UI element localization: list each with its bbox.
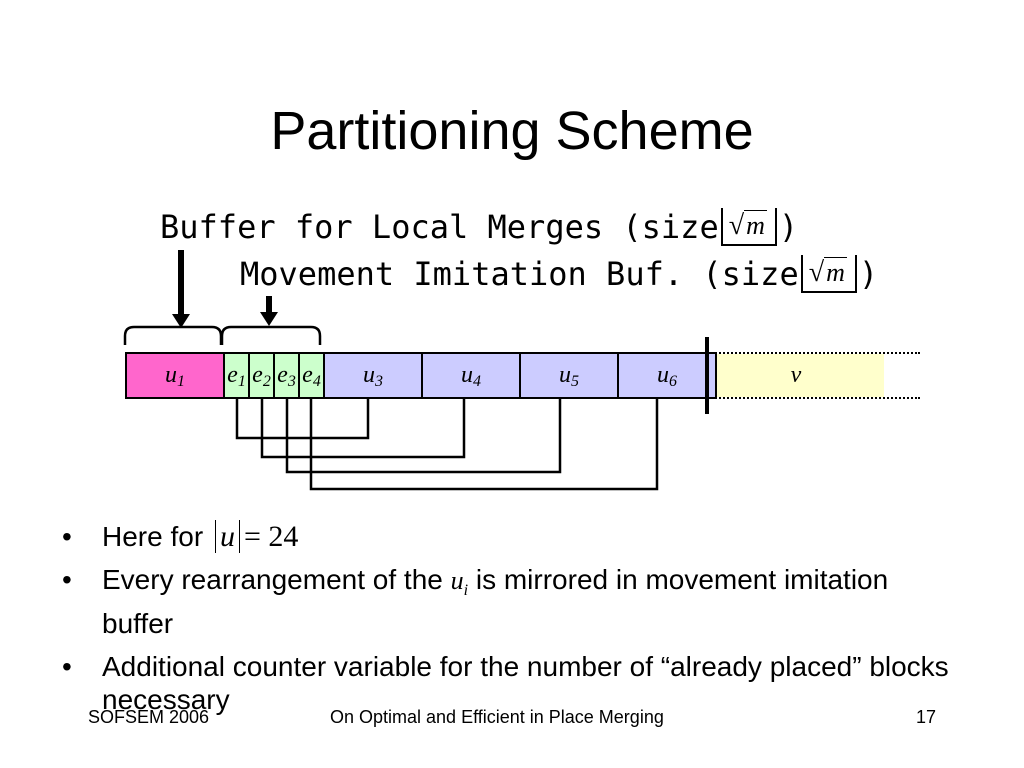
- ui-variable-base: u: [450, 566, 464, 595]
- floor-sqrt-m-formula: √m: [720, 208, 777, 246]
- block-label-sub: 2: [262, 372, 271, 390]
- bullet-item: Additional counter variable for the numb…: [62, 650, 962, 716]
- abs-u-formula: u= 24: [211, 520, 298, 553]
- bullet-item: Here for u= 24: [62, 520, 962, 553]
- block-label-sub: 4: [312, 372, 321, 390]
- bullet-text: Additional counter variable for the numb…: [102, 651, 949, 716]
- v-sequence-region: [708, 352, 920, 399]
- connector-e3-u5: [285, 399, 562, 474]
- slide-title: Partitioning Scheme: [270, 101, 754, 161]
- block-label-sub: 4: [473, 372, 481, 390]
- sqrt-radicand-2: m: [824, 257, 847, 287]
- floor-sqrt-m-formula-2: √m: [800, 255, 857, 293]
- block-label: u: [559, 362, 571, 388]
- local-merge-buffer-label: Buffer for Local Merges (size √m ): [160, 208, 798, 246]
- footer-center: On Optimal and Efficient in Place Mergin…: [330, 707, 664, 727]
- block-label-sub: 1: [237, 372, 246, 390]
- local-merge-buffer-label-text: Buffer for Local Merges (size: [160, 208, 719, 246]
- movement-imitation-buffer-label-text: Movement Imitation Buf. (size: [240, 255, 799, 293]
- bullet-item: Every rearrangement of the ui is mirrore…: [62, 563, 962, 640]
- block-label: e: [302, 362, 313, 388]
- page-number: 17: [916, 707, 937, 727]
- connector-e4-u6: [309, 399, 659, 491]
- block-label-sub: 3: [375, 372, 383, 390]
- connector-e2-u4: [260, 399, 466, 459]
- bullet-text: Every rearrangement of the: [102, 564, 443, 595]
- block-label: u: [657, 362, 669, 388]
- connector-e1-u3: [235, 399, 370, 440]
- block-label: u: [461, 362, 473, 388]
- local-merge-arrowhead-icon: [172, 314, 190, 328]
- v-label: v: [790, 362, 802, 388]
- sqrt-symbol-icon: √: [728, 210, 745, 241]
- bullet-text-continued: is mirrored in movement imitation buffer: [102, 564, 889, 640]
- local-merge-brace: [123, 325, 223, 345]
- movement-imitation-buffer-label-close: ): [858, 255, 879, 293]
- block-label-sub: 1: [177, 372, 185, 390]
- block-label: e: [277, 362, 288, 388]
- formula-var: u: [219, 520, 235, 553]
- movement-imitation-buffer-label: Movement Imitation Buf. (size √m ): [240, 255, 878, 293]
- block-label: u: [165, 362, 177, 388]
- bullet-list: Here for u= 24 Every rearrangement of th…: [62, 520, 962, 726]
- local-merge-buffer-label-close: ): [778, 208, 799, 246]
- ui-variable-sub: i: [463, 582, 469, 600]
- footer-left: SOFSEM 2006: [88, 707, 210, 727]
- ui-variable: ui: [450, 566, 468, 599]
- imitation-buffer-brace: [220, 325, 322, 345]
- formula-rest: = 24: [243, 520, 299, 553]
- block-label: e: [227, 362, 238, 388]
- block-label: u: [363, 362, 375, 388]
- block-label-sub: 5: [571, 372, 579, 390]
- abs-bars: u: [214, 520, 240, 553]
- sqrt-symbol-icon-2: √: [808, 257, 825, 288]
- block-label-sub: 6: [669, 372, 677, 390]
- v-sequence-block: v: [708, 354, 884, 397]
- block-label: e: [252, 362, 263, 388]
- block-label-sub: 3: [287, 372, 296, 390]
- bullet-text: Here for: [102, 521, 204, 552]
- sqrt-radicand: m: [744, 210, 767, 240]
- imitation-buffer-arrowhead-icon: [260, 312, 278, 326]
